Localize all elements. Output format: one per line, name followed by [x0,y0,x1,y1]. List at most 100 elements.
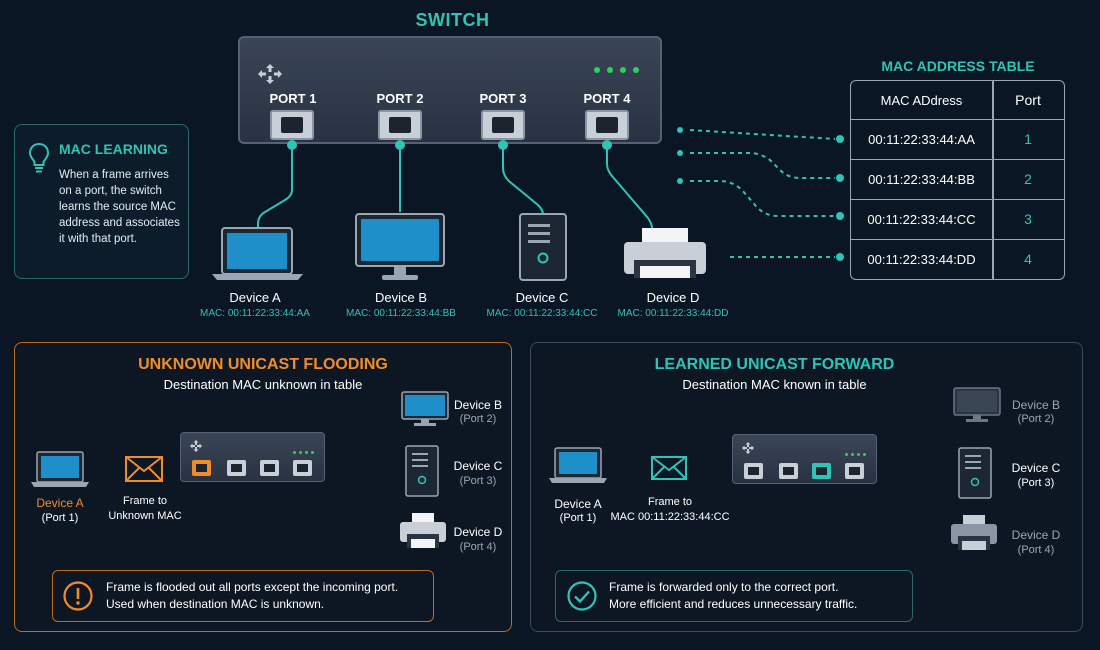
table-cell-port: 2 [1024,171,1032,187]
check-icon [567,581,597,611]
port-label-2: PORT 2 [376,91,424,106]
flooding-title: UNKNOWN UNICAST FLOODING [138,356,388,373]
forward-source-port: (Port 1) [559,512,597,524]
table-cell-mac: 00:11:22:33:44:AA [868,132,975,147]
mini-port-2 [779,463,798,479]
table-cell-port: 1 [1024,131,1032,147]
flood-target-b-name: Device B [453,398,503,412]
table-row: 00:11:22:33:44:DD 4 [851,239,1064,279]
switch-port-1 [270,110,314,140]
table-cell-mac: 00:11:22:33:44:DD [867,252,976,267]
flooding-note [52,570,434,622]
move-icon [742,442,754,454]
mac-learning-box [14,124,189,279]
tower-icon [405,445,439,497]
device-d-name: Device D [646,290,700,305]
switch-port-3 [481,110,525,140]
mini-port-4 [293,460,312,476]
mini-port-2 [227,460,246,476]
forward-subtitle: Destination MAC known in table [682,377,867,392]
forward-frame-label-2: MAC 00:11:22:33:44:CC [610,511,730,523]
table-header-port: Port [1015,92,1041,108]
device-b-name: Device B [374,290,428,305]
device-a-name: Device A [229,290,281,305]
mini-port-3 [812,463,831,479]
device-c-mac: MAC: 00:11:22:33:44:CC [486,308,598,319]
table-header-mac: MAC ADdress [880,93,963,108]
mini-port-1 [192,460,211,476]
printer-icon [400,513,446,548]
flooding-note-line-2: Used when destination MAC is unknown. [106,597,325,611]
forward-source-name: Device A [554,497,602,511]
table-cell-port: 3 [1024,211,1032,227]
forward-target-d-port: (Port 4) [1017,544,1055,556]
envelope-icon [125,456,163,482]
mac-learning-title: MAC LEARNING [59,141,168,157]
status-leds [293,451,314,454]
table-row: 00:11:22:33:44:CC 3 [851,199,1064,240]
monitor-icon [953,387,1001,422]
monitor-icon [355,213,445,280]
printer-icon [624,228,706,278]
laptop-icon [31,451,89,487]
warning-icon [63,581,93,611]
forward-target-c-name: Device C [1011,461,1061,475]
status-leds [594,67,639,73]
switch-port-4 [585,110,629,140]
laptop-icon [549,447,607,483]
port-2-connector [395,140,405,150]
table-cell-mac: 00:11:22:33:44:CC [867,212,976,227]
forward-target-b-name: Device B [1011,398,1061,412]
table-cell-port: 4 [1024,251,1032,267]
device-a-mac: MAC: 00:11:22:33:44:AA [200,308,310,319]
forward-target-d-name: Device D [1011,528,1061,542]
flooding-subtitle: Destination MAC unknown in table [163,377,363,392]
port-label-1: PORT 1 [269,91,317,106]
forward-note-line-1: Frame is forwarded only to the correct p… [609,580,839,594]
flood-source-name: Device A [36,496,84,510]
mini-port-3 [260,460,279,476]
mini-port-4 [845,463,864,479]
flood-target-c-name: Device C [453,459,503,473]
lightbulb-icon [28,142,50,173]
flood-frame-label-1: Frame to [122,495,167,507]
port-4-connector [602,140,612,150]
table-row: 00:11:22:33:44:AA 1 [851,119,1064,160]
mac-address-table: MAC ADdress Port 00:11:22:33:44:AA 1 00:… [850,80,1065,280]
flood-frame-label-2: Unknown MAC [108,510,182,522]
tower-icon [958,447,992,499]
forward-note-line-2: More efficient and reduces unnecessary t… [609,597,858,611]
mini-switch-flood [180,432,325,482]
mini-port-1 [744,463,763,479]
forward-title: LEARNED UNICAST FORWARD [654,356,895,373]
device-b-mac: MAC: 00:11:22:33:44:BB [346,308,456,319]
mini-switch-forward [732,434,877,484]
forward-frame-label-1: Frame to [647,496,692,508]
mac-table-title: MAC ADDRESS TABLE [881,58,1035,74]
port-3-connector [498,140,508,150]
port-1-connector [287,140,297,150]
forward-note [555,570,913,622]
printer-icon [951,515,997,550]
flood-target-d-port: (Port 4) [459,541,497,553]
device-d-mac: MAC: 00:11:22:33:44:DD [617,308,729,319]
device-c-name: Device C [515,290,569,305]
table-row: 00:11:22:33:44:BB 2 [851,159,1064,200]
forward-target-c-port: (Port 3) [1017,477,1055,489]
flooding-note-line-1: Frame is flooded out all ports except th… [106,580,399,594]
flood-target-c-port: (Port 3) [459,475,497,487]
move-icon [190,440,202,452]
envelope-icon [651,456,687,480]
move-icon [258,64,282,84]
table-cell-mac: 00:11:22:33:44:BB [868,172,975,187]
monitor-icon [401,391,449,426]
forward-target-b-port: (Port 2) [1017,413,1055,425]
mac-learning-text: When a frame arrives on a port, the swit… [59,169,180,245]
flood-target-b-port: (Port 2) [459,413,497,425]
flood-target-d-name: Device D [453,525,503,539]
flood-source-port: (Port 1) [41,512,79,524]
tower-icon [519,213,567,281]
port-label-3: PORT 3 [479,91,527,106]
port-label-4: PORT 4 [583,91,631,106]
switch-title: SWITCH [415,10,490,30]
